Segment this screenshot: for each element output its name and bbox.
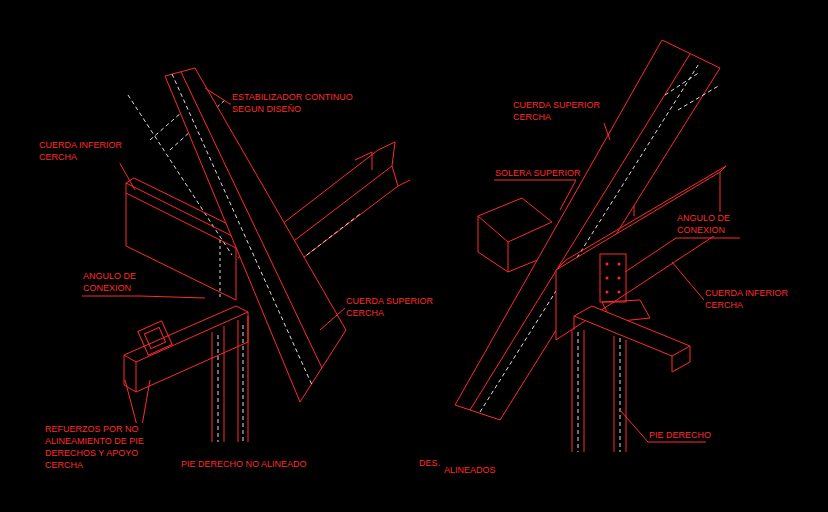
callout-label: ALINEADOS	[443, 464, 497, 476]
right-detail	[418, 40, 784, 467]
callout-label: SOLERA SUPERIOR	[494, 167, 582, 179]
callout-label: ANGULO DE CONEXION	[82, 270, 146, 294]
callout-label: CUERDA INFERIOR CERCHA	[38, 139, 135, 163]
callout-label: REFUERZOS POR NO ALINEAMIENTO DE PIE DER…	[44, 423, 161, 471]
callout-label: CUERDA SUPERIOR CERCHA	[345, 295, 442, 319]
callout-label: CUERDA SUPERIOR CERCHA	[512, 99, 609, 123]
callout-label: ESTABILIZADOR CONTINUO SEGUN DISEÑO	[231, 91, 363, 115]
left-detail	[38, 68, 440, 442]
callout-label: ANGULO DE CONEXION	[676, 212, 740, 236]
callout-label: CUERDA INFERIOR CERCHA	[704, 287, 801, 311]
callout-label: PIE DERECHO	[648, 429, 712, 441]
callout-label: PIE DERECHO NO ALINEADO	[180, 458, 308, 470]
callout-label: DES.	[418, 457, 441, 469]
